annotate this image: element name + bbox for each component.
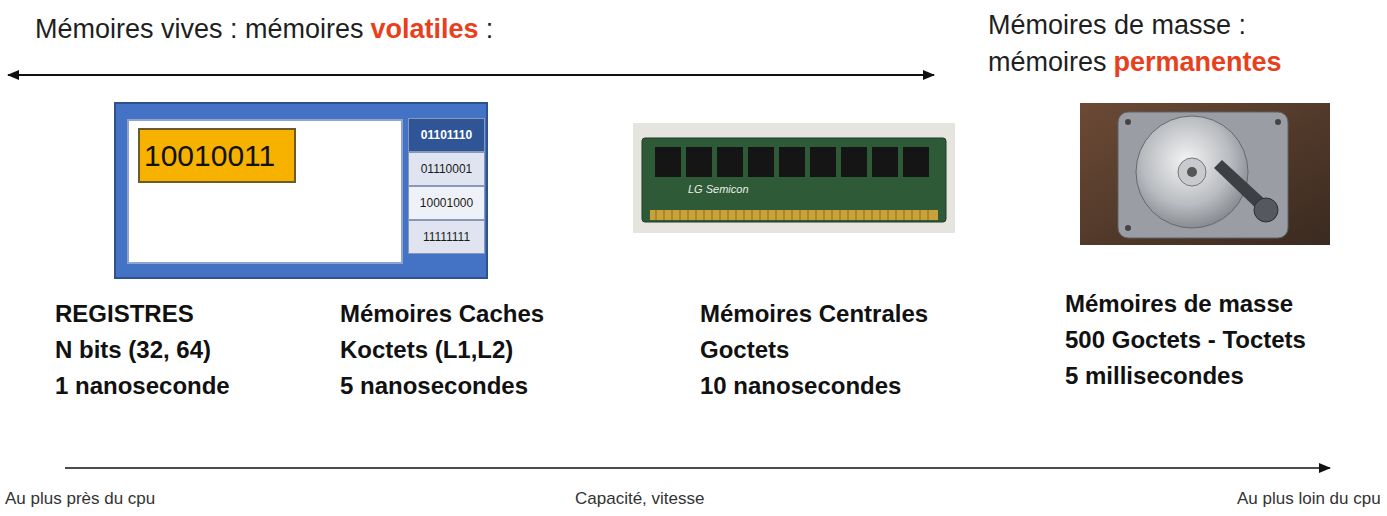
axis-label-group: Au plus loin du cpu bbox=[1237, 489, 1381, 509]
ram-module bbox=[633, 123, 955, 233]
axis-label-group: Au plus près du cpu bbox=[5, 489, 155, 509]
bit-value: 10001000 bbox=[420, 196, 473, 210]
level-caption-group: Mémoires CachesKoctets (L1,L2)5 nanoseco… bbox=[340, 296, 544, 404]
level-caption-group: Mémoires de masse500 Goctets - Toctets5 … bbox=[1065, 286, 1306, 394]
level-caption: 5 millisecondes bbox=[1065, 358, 1306, 394]
brand-print: LG Semicon bbox=[688, 183, 749, 195]
bit-value: 10010011 bbox=[144, 139, 275, 173]
level-caption-group: REGISTRESN bits (32, 64)1 nanoseconde bbox=[55, 296, 230, 404]
cache-line: 01110001 bbox=[408, 152, 485, 186]
level-caption: Mémoires Caches bbox=[340, 296, 544, 332]
level-caption: N bits (32, 64) bbox=[55, 332, 230, 368]
mass-heading: permanentes bbox=[1114, 47, 1282, 78]
volatile-heading-group: Mémoires vives : mémoiresvolatiles: bbox=[35, 14, 493, 45]
axis-label-group: Capacité, vitesse bbox=[575, 489, 704, 509]
axis-label: Capacité, vitesse bbox=[575, 489, 704, 509]
bit-value: 11111111 bbox=[423, 230, 470, 244]
cache-line: 10001000 bbox=[408, 186, 485, 220]
mass-heading-group: mémoirespermanentes bbox=[988, 47, 1282, 78]
level-caption: 500 Goctets - Toctets bbox=[1065, 322, 1306, 358]
level-caption: 10 nanosecondes bbox=[700, 368, 928, 404]
level-caption: REGISTRES bbox=[55, 296, 230, 332]
level-caption: 1 nanoseconde bbox=[55, 368, 230, 404]
mass-heading: mémoires bbox=[988, 47, 1107, 78]
level-caption: Koctets (L1,L2) bbox=[340, 332, 544, 368]
bit-value: 01110001 bbox=[421, 162, 473, 176]
cache-line: 01101110 bbox=[408, 118, 485, 152]
brand-print-group: LG Semicon bbox=[688, 183, 749, 195]
cache-line: 11111111 bbox=[408, 220, 485, 254]
level-caption: Mémoires Centrales bbox=[700, 296, 928, 332]
volatile-arrow bbox=[8, 74, 934, 76]
volatile-heading: Mémoires vives : mémoires bbox=[35, 14, 364, 45]
axis-label: Au plus près du cpu bbox=[5, 489, 155, 509]
volatile-heading: volatiles bbox=[371, 14, 479, 45]
hierarchy-arrow bbox=[65, 467, 1330, 469]
level-caption: Mémoires de masse bbox=[1065, 286, 1306, 322]
hard-disk bbox=[1080, 103, 1330, 245]
mass-heading-group: Mémoires de masse : bbox=[988, 10, 1246, 41]
volatile-heading: : bbox=[486, 14, 494, 45]
bit-value: 01101110 bbox=[421, 128, 472, 142]
level-caption-group: Mémoires CentralesGoctets10 nanosecondes bbox=[700, 296, 928, 404]
mass-heading: Mémoires de masse : bbox=[988, 10, 1246, 41]
cpu-block bbox=[115, 103, 487, 278]
level-caption: 5 nanosecondes bbox=[340, 368, 544, 404]
level-caption: Goctets bbox=[700, 332, 928, 368]
register-panel bbox=[128, 120, 402, 263]
register-cell: 10010011 bbox=[138, 128, 296, 183]
axis-label: Au plus loin du cpu bbox=[1237, 489, 1381, 509]
